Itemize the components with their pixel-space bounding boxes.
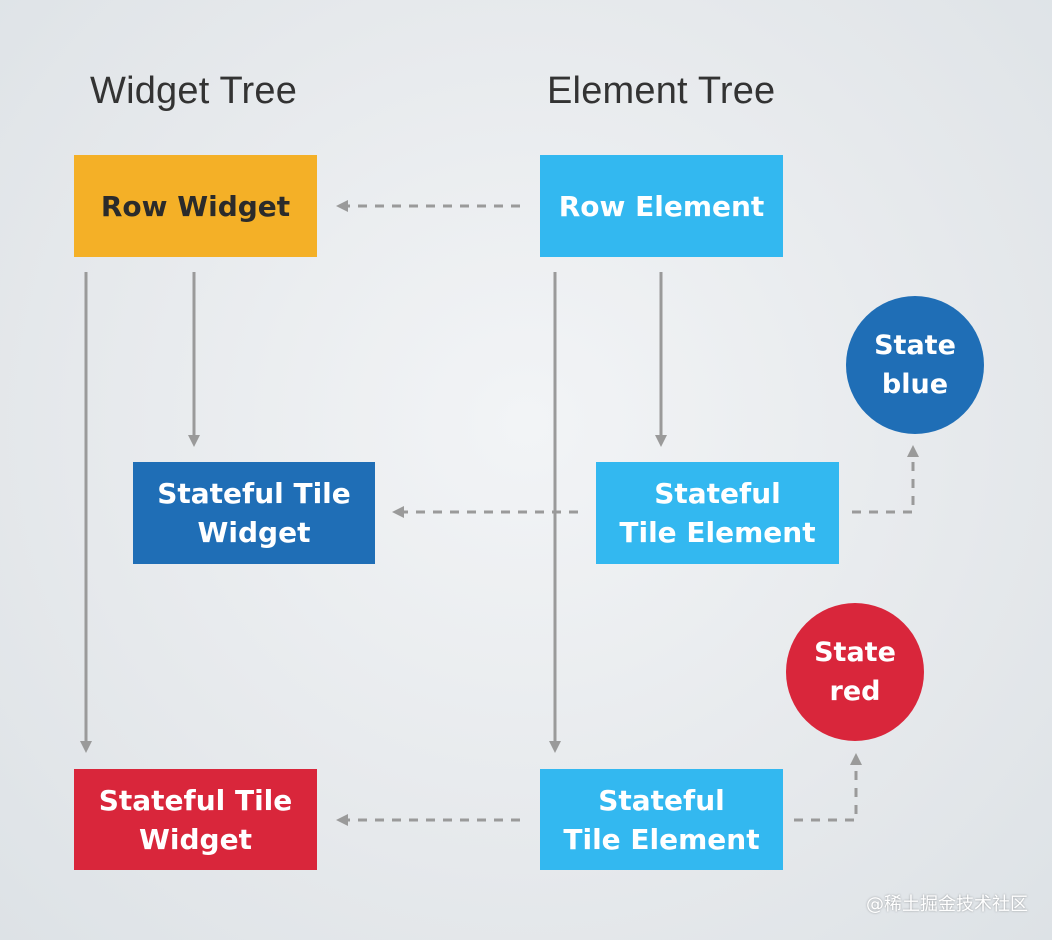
state-blue-circle: State blue: [846, 296, 984, 434]
state-blue-line1: State: [874, 330, 956, 361]
stateful-tile-element-2-line1: Stateful: [598, 783, 725, 817]
stateful-tile-widget-blue-box: Stateful Tile Widget: [133, 462, 375, 564]
row-element-label: Row Element: [558, 189, 765, 223]
stateful-tile-widget-blue-line1: Stateful Tile: [157, 477, 351, 510]
tile2-to-state-red-arrow: [794, 753, 862, 822]
stateful-tile-widget-red-line2: Widget: [139, 822, 252, 856]
state-red-line2: red: [829, 676, 881, 707]
stateful-tile-element-1-line2: Tile Element: [619, 516, 816, 549]
state-red-circle: State red: [786, 603, 924, 741]
stateful-tile-widget-blue-line2: Widget: [197, 516, 311, 549]
stateful-tile-element-1-box: Stateful Tile Element: [596, 462, 839, 564]
stateful-tile-widget-red-box: Stateful Tile Widget: [74, 769, 317, 870]
watermark-text: @稀土掘金技术社区: [866, 894, 1028, 915]
element-tree-heading: Element Tree: [547, 70, 776, 112]
stateful-tile-element-2-line2: Tile Element: [563, 822, 760, 856]
widget-tree-heading: Widget Tree: [90, 70, 298, 112]
tile1-to-state-blue-arrow: [852, 445, 919, 514]
stateful-tile-element-1-line1: Stateful: [654, 477, 781, 510]
row-widget-box: Row Widget: [74, 155, 317, 257]
state-blue-line2: blue: [881, 369, 949, 400]
row-widget-label: Row Widget: [100, 189, 291, 223]
row-element-box: Row Element: [540, 155, 783, 257]
stateful-tile-widget-red-line1: Stateful Tile: [98, 783, 293, 817]
stateful-tile-element-2-box: Stateful Tile Element: [540, 769, 783, 870]
state-red-line1: State: [814, 637, 896, 668]
